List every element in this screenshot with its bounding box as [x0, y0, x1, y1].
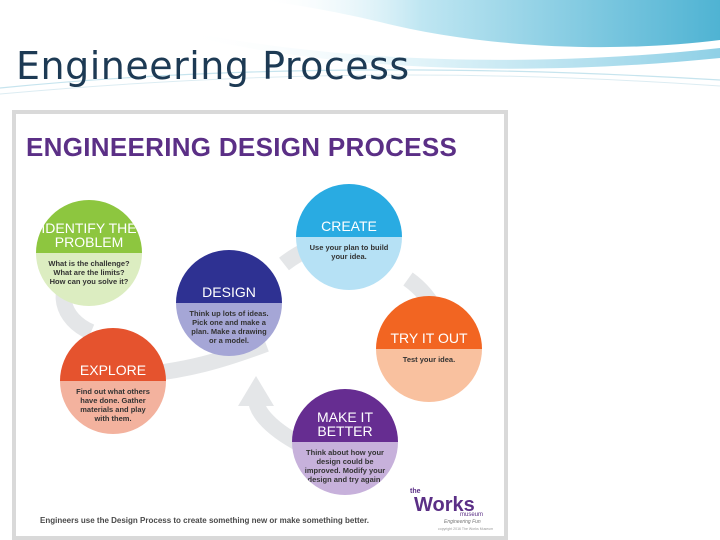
- poster-title: ENGINEERING DESIGN PROCESS: [26, 132, 458, 162]
- step-header: CREATE: [296, 184, 402, 237]
- step-identify-the-problem: IDENTIFY THE PROBLEM What is the challen…: [36, 200, 142, 306]
- works-museum-logo: the Works museum Engineering Fun copyrig…: [408, 488, 498, 534]
- step-header: MAKE IT BETTER: [292, 389, 398, 442]
- step-description: Find out what others have done. Gather m…: [60, 381, 166, 434]
- step-design: DESIGN Think up lots of ideas. Pick one …: [176, 250, 282, 356]
- step-header: DESIGN: [176, 250, 282, 303]
- step-try-it-out: TRY IT OUT Test your idea.: [376, 296, 482, 402]
- step-make-it-better: MAKE IT BETTER Think about how your desi…: [292, 389, 398, 495]
- step-description: Think up lots of ideas. Pick one and mak…: [176, 303, 282, 356]
- step-create: CREATE Use your plan to build your idea.: [296, 184, 402, 290]
- slide-header-swoosh: [0, 0, 720, 95]
- blank-right-area: [508, 110, 720, 540]
- logo-the: the: [410, 488, 421, 495]
- logo-tagline: Engineering Fun: [444, 519, 481, 525]
- design-process-poster: ENGINEERING DESIGN PROCESS IDENTIFY THE …: [12, 110, 508, 540]
- slide-title: Engineering Process: [16, 44, 410, 88]
- step-description: Think about how your design could be imp…: [292, 442, 398, 495]
- step-explore: EXPLORE Find out what others have done. …: [60, 328, 166, 434]
- step-header: EXPLORE: [60, 328, 166, 381]
- step-description: What is the challenge? What are the limi…: [36, 253, 142, 306]
- step-header: IDENTIFY THE PROBLEM: [36, 200, 142, 253]
- logo-copyright: copyright 2016 The Works Museum: [438, 527, 494, 531]
- poster-canvas: ENGINEERING DESIGN PROCESS IDENTIFY THE …: [16, 114, 504, 536]
- poster-footer-note: Engineers use the Design Process to crea…: [40, 516, 369, 525]
- step-description: Use your plan to build your idea.: [296, 237, 402, 290]
- logo-word: Works: [414, 494, 475, 516]
- step-header: TRY IT OUT: [376, 296, 482, 349]
- step-description: Test your idea.: [376, 349, 482, 402]
- logo-museum: museum: [460, 512, 484, 518]
